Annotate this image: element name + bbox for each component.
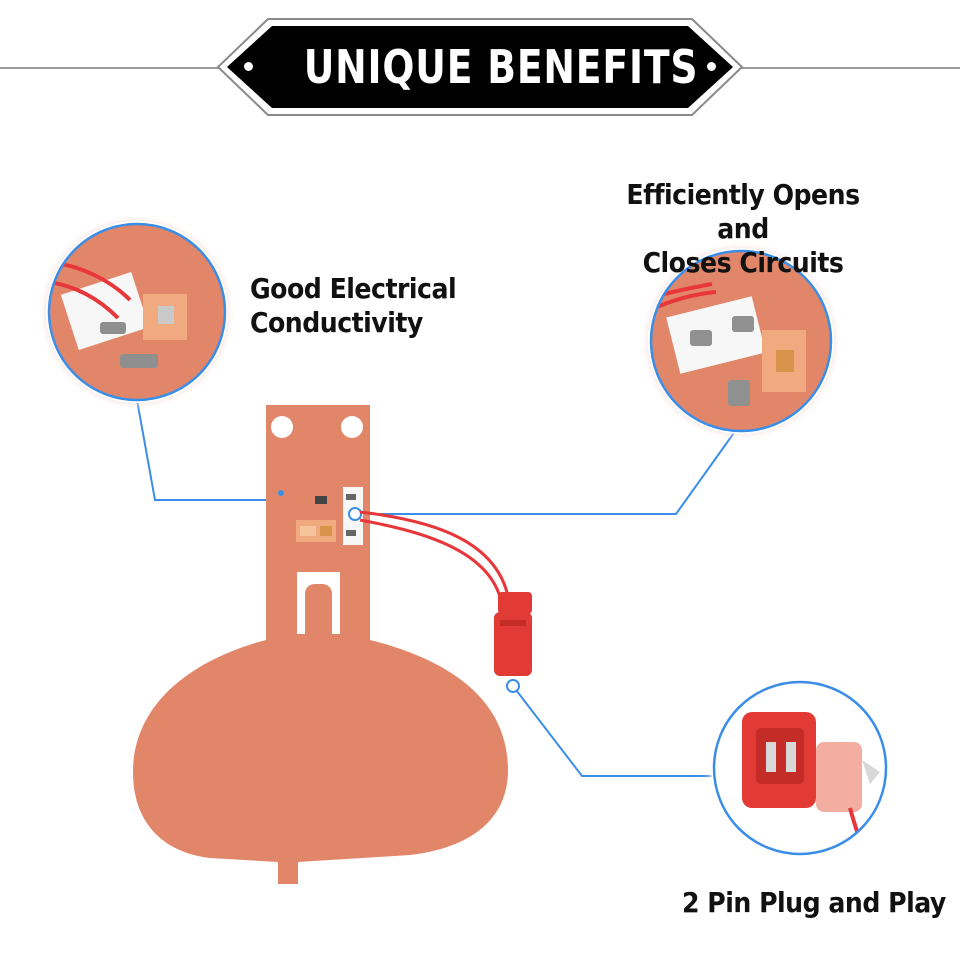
title-banner	[216, 18, 744, 116]
callout-circuits-line1: Efficiently Opens and	[626, 178, 860, 245]
title-dot-right	[707, 62, 716, 71]
callout-line-conductivity	[136, 399, 280, 501]
title-dot-left	[244, 62, 253, 71]
callout-plug-line1: 2 Pin Plug and Play	[682, 886, 946, 919]
heater-pad-icon	[133, 405, 508, 884]
callout-conductivity-line1: Good Electrical	[250, 272, 457, 305]
callout-line-circuits	[355, 429, 737, 515]
callout-circuits-line2: Closes Circuits	[642, 246, 844, 279]
detail-circle-conductivity	[46, 221, 228, 403]
page-title: UNIQUE BENEFITS	[303, 40, 699, 94]
connector-plug-icon	[494, 592, 532, 693]
callout-line-plug	[512, 685, 715, 777]
wire-icon	[359, 510, 512, 613]
callout-label-circuits: Efficiently Opens and Closes Circuits	[598, 178, 888, 280]
callout-label-plug: 2 Pin Plug and Play	[682, 886, 946, 920]
callout-label-conductivity: Good Electrical Conductivity	[250, 272, 457, 340]
detail-circle-circuits	[648, 248, 834, 434]
detail-circle-plug	[711, 679, 889, 857]
callout-conductivity-line2: Conductivity	[250, 306, 423, 339]
